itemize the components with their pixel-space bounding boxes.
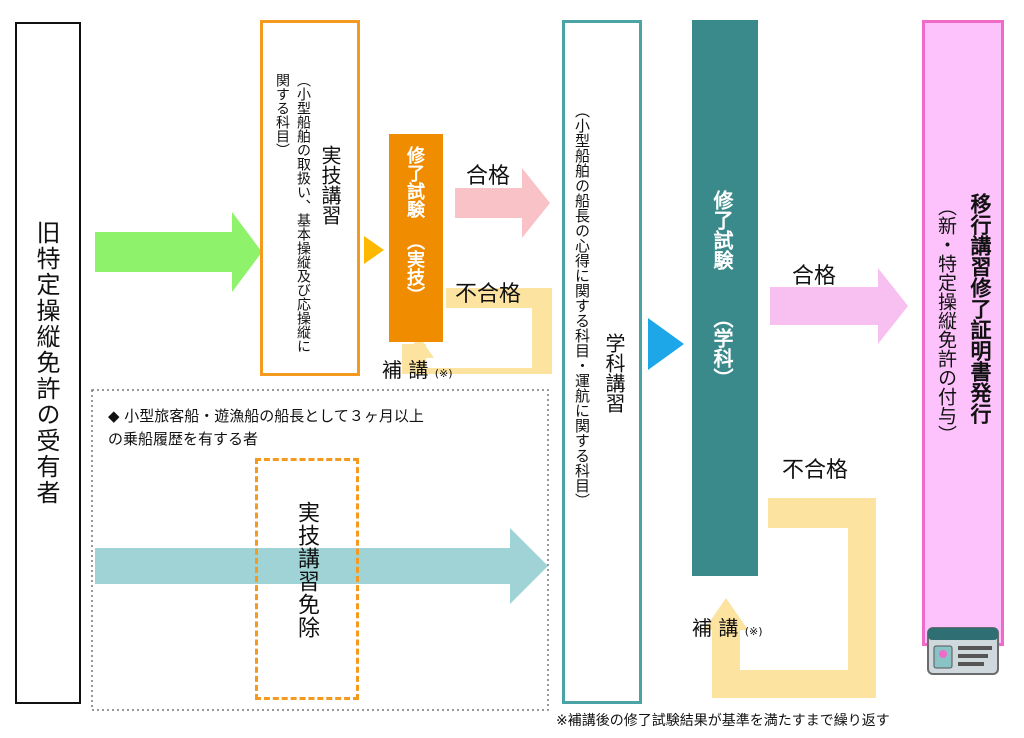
yellow-loop-1-head bbox=[404, 336, 434, 358]
remedial-text-2: 補 講 bbox=[692, 616, 739, 640]
yellow-loop-2-head bbox=[704, 598, 748, 630]
academic-exam-kind: （学科） bbox=[710, 308, 734, 388]
remedial-label-2: 補 講 (※) bbox=[692, 612, 763, 641]
remedial-mark-2: (※) bbox=[744, 625, 763, 638]
pass-label-2: 合格 bbox=[792, 264, 837, 289]
pass-label-1: 合格 bbox=[466, 164, 511, 189]
exemption-region bbox=[91, 389, 549, 711]
pink-pass-arrow bbox=[455, 168, 550, 238]
academic-exam-title: 修了試験 bbox=[710, 190, 734, 270]
academic-course-title: 学科講習 bbox=[602, 333, 626, 413]
magenta-pass-arrow bbox=[770, 268, 908, 344]
academic-course-box: （小型船舶の船長の心得に関する科目・運航に関する科目） 学科講習 bbox=[562, 20, 642, 704]
remedial-text-1: 補 講 bbox=[382, 358, 429, 382]
start-label: 旧特定操縦免許の受有者 bbox=[32, 220, 60, 506]
practical-exam-box: 修了試験 （実技） bbox=[389, 134, 443, 342]
exemption-label: 実技講習免除 bbox=[294, 501, 319, 639]
license-card-icon bbox=[927, 627, 999, 675]
practical-course-box: 実技講習 （小型船舶の取扱い、基本操縦及び応操縦に関する科目） bbox=[260, 20, 360, 376]
practical-course-title: 実技講習 bbox=[318, 145, 342, 225]
green-arrow bbox=[95, 212, 262, 292]
teal-exemption-arrow bbox=[95, 528, 548, 604]
remedial-mark-1: (※) bbox=[434, 367, 453, 380]
practical-exam-title: 修了試験 bbox=[404, 146, 425, 218]
orange-triangle-arrow bbox=[364, 236, 384, 264]
exemption-condition-line2: の乗船履歴を有する者 bbox=[108, 430, 259, 448]
exemption-condition-line1: ◆ 小型旅客船・遊漁船の船長として３ヶ月以上 bbox=[108, 407, 424, 425]
practical-course-subjects: （小型船舶の取扱い、基本操縦及び応操縦に関する科目） bbox=[274, 73, 311, 353]
exemption-box: 実技講習免除 bbox=[255, 458, 359, 700]
certificate-subtitle: （新・特定操縦免許の付与） bbox=[935, 197, 957, 444]
cyan-triangle-arrow bbox=[648, 318, 684, 370]
fail-label-2: 不合格 bbox=[782, 458, 849, 483]
yellow-fail-loop-1 bbox=[402, 288, 552, 374]
academic-exam-box: 修了試験 （学科） bbox=[692, 20, 758, 576]
start-box: 旧特定操縦免許の受有者 bbox=[15, 22, 81, 704]
footnote: ※補講後の修了試験結果が基準を満たすまで繰り返す bbox=[556, 713, 890, 729]
certificate-title: 移行講習修了証明書発行 bbox=[968, 193, 992, 424]
fail-label-1: 不合格 bbox=[455, 282, 522, 307]
remedial-label-1: 補 講 (※) bbox=[382, 354, 453, 383]
practical-exam-kind: （実技） bbox=[404, 232, 425, 304]
academic-course-subjects: （小型船舶の船長の心得に関する科目・運航に関する科目） bbox=[573, 103, 591, 508]
yellow-fail-loop-2 bbox=[712, 498, 876, 698]
certificate-box: 移行講習修了証明書発行 （新・特定操縦免許の付与） bbox=[922, 20, 1004, 646]
